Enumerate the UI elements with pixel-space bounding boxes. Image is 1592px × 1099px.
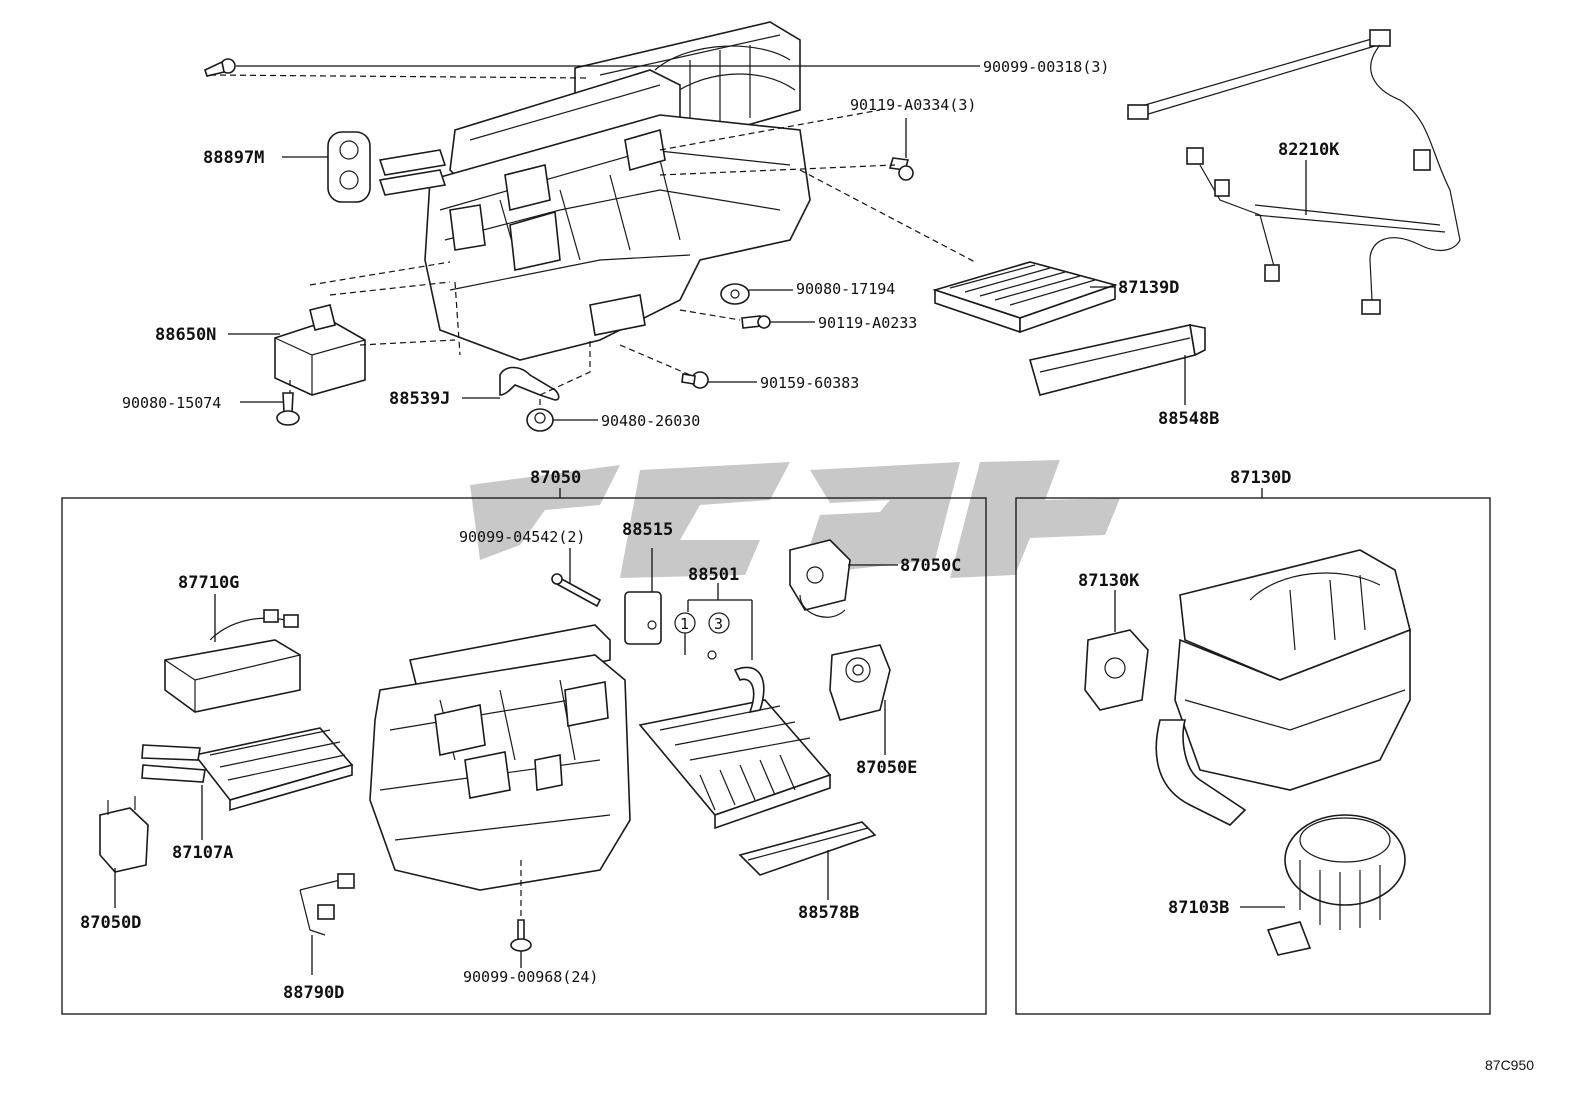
- part-87130D-blower-case: [1155, 549, 1411, 826]
- group-87130D-frame: [1015, 497, 1491, 1015]
- label-88578B: 88578B: [798, 903, 859, 923]
- label-87050C: 87050C: [900, 556, 961, 576]
- label-87050: 87050: [530, 468, 581, 488]
- label-87710G: 87710G: [178, 573, 239, 593]
- part-87130K-actuator: [1084, 629, 1149, 711]
- part-88515-valve: [624, 591, 662, 645]
- label-87130D: 87130D: [1230, 468, 1291, 488]
- part-87050C-actuator: [789, 539, 851, 618]
- part-88650N: [274, 304, 366, 396]
- label-90080-15074: 90080-15074: [122, 394, 221, 412]
- part-87050E-actuator: [829, 644, 891, 721]
- label-90080-17194: 90080-17194: [796, 280, 895, 298]
- label-87139D: 87139D: [1118, 278, 1179, 298]
- part-87050-hvac-case: [369, 624, 631, 891]
- label-90119-A0334: 90119-A0334(3): [850, 96, 976, 114]
- part-88548B: [1028, 323, 1206, 396]
- part-87103B-blower-motor: [1266, 814, 1406, 956]
- label-87103B: 87103B: [1168, 898, 1229, 918]
- screw-90159-60383: [681, 371, 709, 389]
- part-88501: [674, 583, 753, 660]
- watermark-logo: [470, 460, 1120, 578]
- part-88578B: [738, 821, 877, 876]
- part-87050D-actuator: [99, 796, 149, 873]
- label-90119-A0233: 90119-A0233: [818, 314, 917, 332]
- label-88897M: 88897M: [203, 148, 264, 168]
- part-88539J-hose: [499, 366, 560, 401]
- figure-code: 87C950: [1485, 1057, 1534, 1073]
- label-87050D: 87050D: [80, 913, 141, 933]
- label-87130K: 87130K: [1078, 571, 1140, 591]
- label-88539J: 88539J: [389, 389, 450, 409]
- group-87050-frame: [61, 497, 987, 1015]
- screw-90080-15074: [276, 392, 300, 426]
- part-evaporator: [638, 666, 832, 830]
- screw-90119-A0334: [888, 157, 914, 181]
- label-90099-04542: 90099-04542(2): [459, 528, 585, 546]
- screw-90119-A0233: [741, 315, 771, 329]
- label-90099-00318: 90099-00318(3): [983, 58, 1109, 76]
- label-87107A: 87107A: [172, 843, 233, 863]
- screw-90099-04542: [551, 573, 602, 608]
- label-88790D: 88790D: [283, 983, 344, 1003]
- label-90159-60383: 90159-60383: [760, 374, 859, 392]
- label-90480-26030: 90480-26030: [601, 412, 700, 430]
- part-87107A-heater-core: [141, 727, 354, 812]
- part-87710G-heater: [164, 609, 301, 713]
- part-88790D-sensor: [299, 873, 355, 936]
- screw-90099-00968: [510, 919, 532, 952]
- label-88501: 88501: [688, 565, 739, 585]
- part-82210K-wire-harness: [1127, 29, 1461, 315]
- label-circle-3: 3: [714, 615, 723, 633]
- label-circle-1: 1: [680, 615, 689, 633]
- part-88897M: [327, 131, 371, 203]
- label-88548B: 88548B: [1158, 409, 1219, 429]
- part-87139D-filter: [932, 261, 1118, 334]
- upper-hvac-unit: [378, 21, 811, 361]
- label-87050E: 87050E: [856, 758, 917, 778]
- label-82210K: 82210K: [1278, 140, 1340, 160]
- clip-90480-26030: [526, 408, 554, 432]
- label-88650N: 88650N: [155, 325, 216, 345]
- screw-90099-00318: [204, 58, 236, 77]
- label-88515: 88515: [622, 520, 673, 540]
- label-90099-00968: 90099-00968(24): [463, 968, 598, 986]
- nut-90080-17194: [720, 283, 750, 305]
